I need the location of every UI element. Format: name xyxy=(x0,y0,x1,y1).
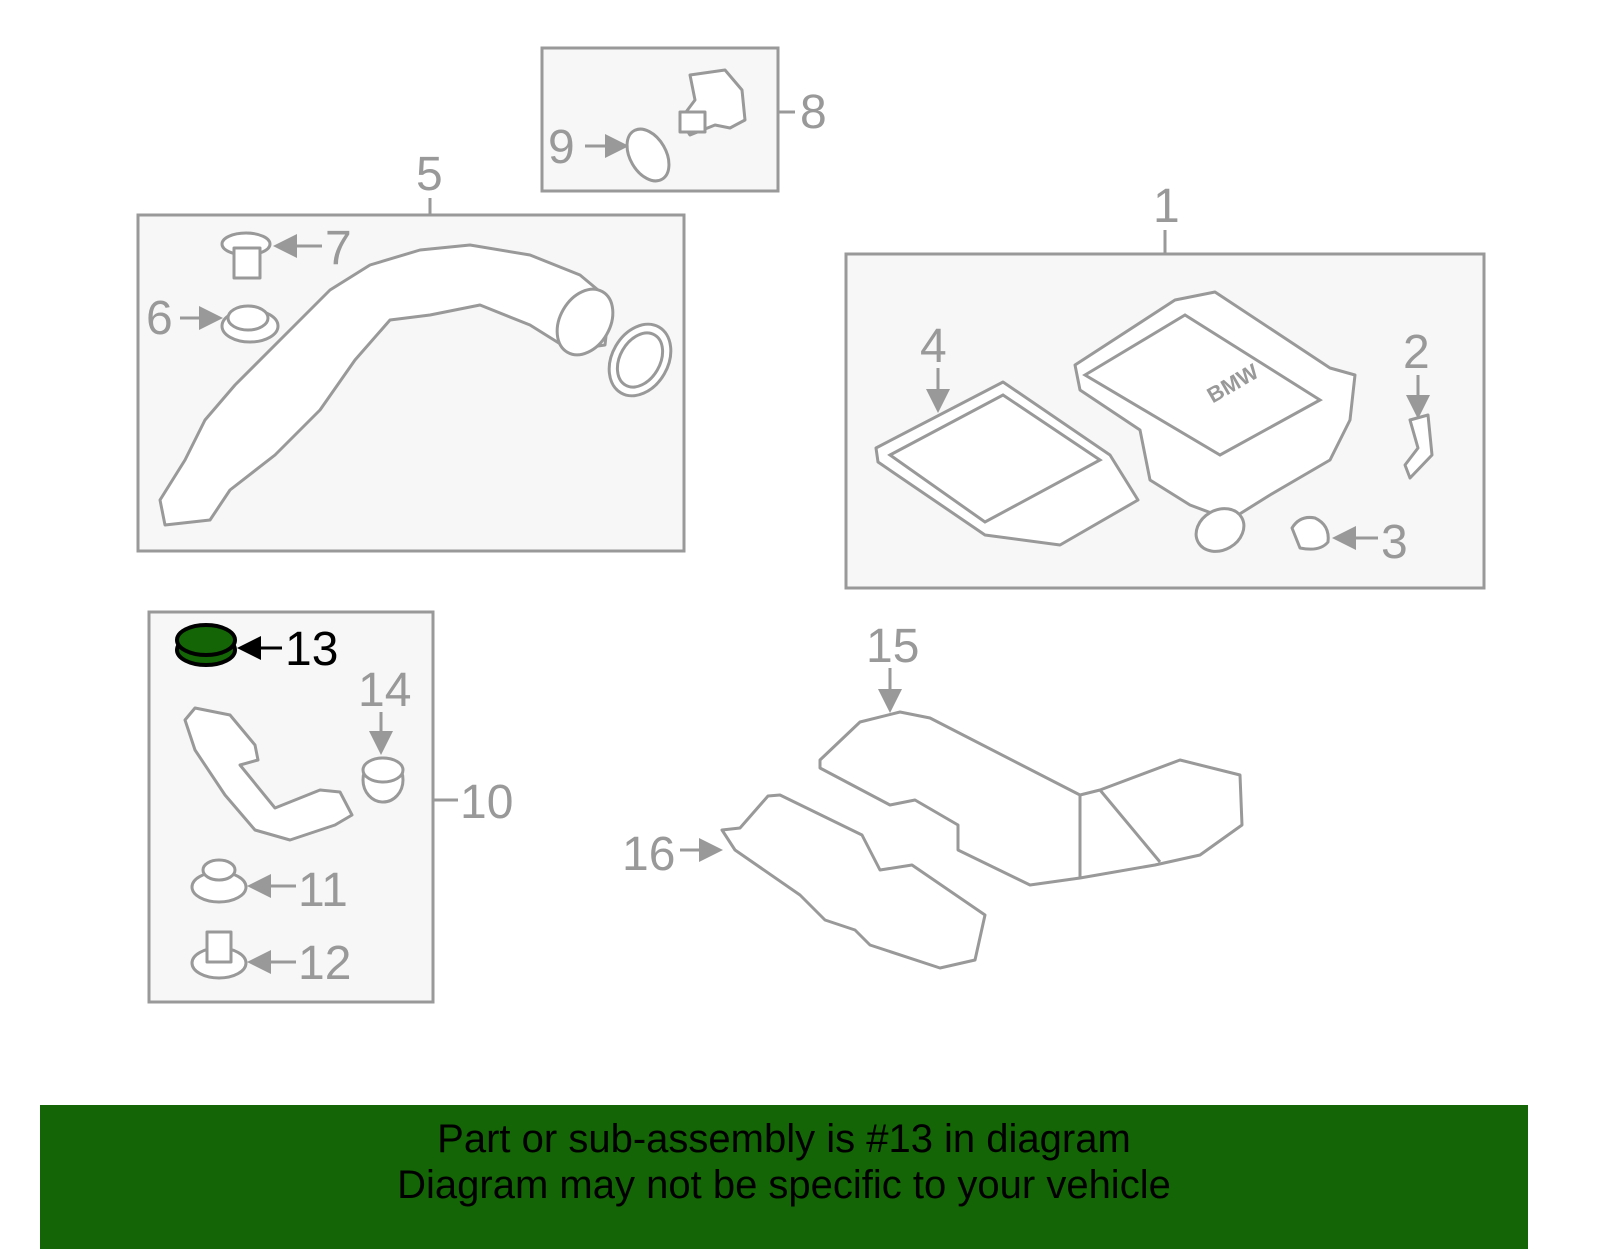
part-11-grommet[interactable] xyxy=(190,858,248,904)
callout-4: 4 xyxy=(920,320,947,373)
part-5-intake-duct[interactable] xyxy=(158,243,612,527)
banner-line-1: Part or sub-assembly is #13 in diagram xyxy=(437,1117,1131,1161)
callout-11: 11 xyxy=(298,864,348,917)
part-6-grommet[interactable] xyxy=(220,304,280,344)
callout-15: 15 xyxy=(866,620,919,673)
part-7-grommet[interactable] xyxy=(220,231,272,280)
group-box-1: 1 BMW 4 2 3 xyxy=(844,180,1486,590)
callout-10: 10 xyxy=(460,776,513,829)
part-9-oring[interactable] xyxy=(618,122,677,188)
part-15-intake-duct[interactable] xyxy=(818,710,1244,887)
part-4-filter[interactable] xyxy=(874,380,1140,547)
info-banner: Part or sub-assembly is #13 in diagram D… xyxy=(40,1105,1528,1249)
part-13-highlighted[interactable] xyxy=(175,623,237,667)
callout-13: 13 xyxy=(285,623,338,676)
part-14-clamp[interactable] xyxy=(361,756,405,804)
callout-2: 2 xyxy=(1403,326,1430,379)
callout-16: 16 xyxy=(622,828,675,881)
part-12-grommet[interactable] xyxy=(190,930,248,980)
callout-3: 3 xyxy=(1381,516,1408,569)
group-box-5: 5 7 6 xyxy=(136,148,686,553)
part-1-air-filter-housing[interactable]: BMW xyxy=(1073,290,1357,560)
callout-6: 6 xyxy=(146,292,173,345)
callout-8: 8 xyxy=(800,86,827,139)
part-16-air-guide[interactable] xyxy=(720,793,987,970)
part-8-sensor[interactable] xyxy=(678,68,747,137)
group-box-10: 13 14 11 12 10 xyxy=(147,610,513,1004)
callout-1: 1 xyxy=(1153,180,1180,233)
callout-5: 5 xyxy=(416,148,443,201)
callout-12: 12 xyxy=(298,937,351,990)
group-box-8: 9 8 xyxy=(540,46,827,193)
part-3-cap[interactable] xyxy=(1290,516,1330,551)
callout-9: 9 xyxy=(548,121,575,174)
callout-7: 7 xyxy=(325,222,352,275)
banner-line-2: Diagram may not be specific to your vehi… xyxy=(397,1163,1171,1207)
part-10-pipe[interactable] xyxy=(183,706,354,842)
callout-14: 14 xyxy=(358,664,411,717)
